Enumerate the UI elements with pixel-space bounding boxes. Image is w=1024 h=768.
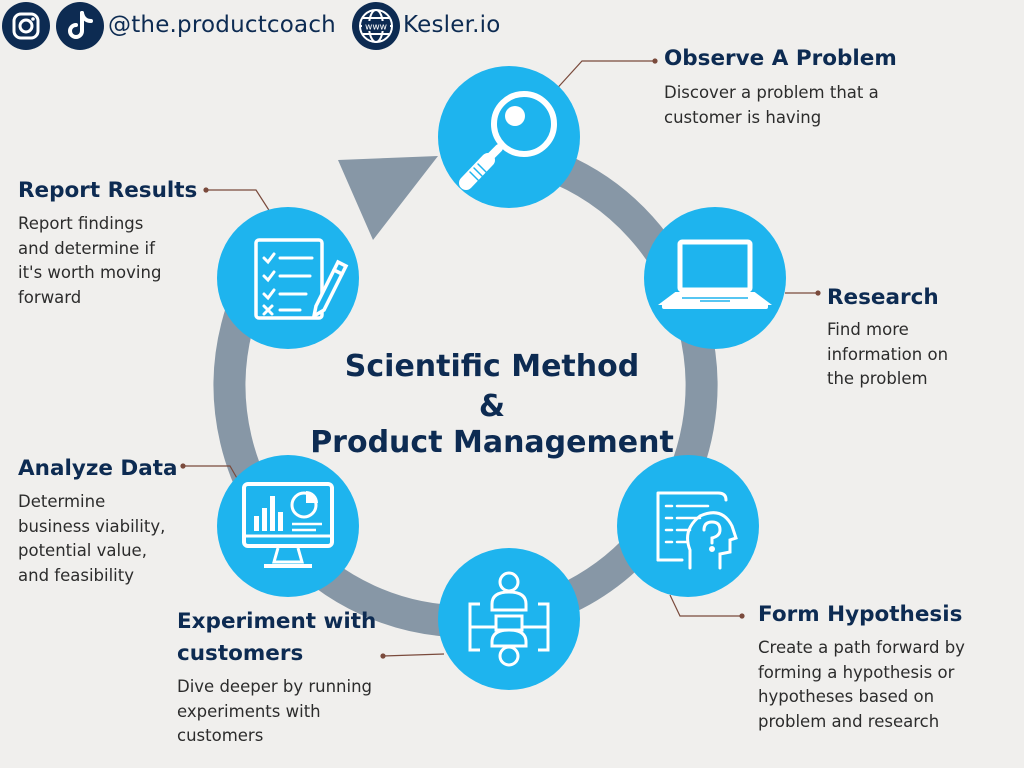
instagram-icon[interactable] <box>2 2 50 50</box>
step-title-hypothesis: Form Hypothesis <box>758 602 963 627</box>
step-title-observe: Observe A Problem <box>664 46 897 71</box>
step-title-report: Report Results <box>18 178 198 203</box>
monitor-chart-icon <box>242 482 334 568</box>
step-title-analyze: Analyze Data <box>18 456 178 481</box>
circle-analyze <box>217 455 359 597</box>
checklist-pen-icon <box>254 238 349 320</box>
team-network-icon <box>468 571 550 667</box>
circle-hypothesis <box>617 455 759 597</box>
tiktok-icon[interactable] <box>56 2 104 50</box>
center-title-line3: Product Management <box>310 425 674 460</box>
center-title-line1: Scientific Method <box>344 349 640 384</box>
magnifier-icon <box>459 91 557 190</box>
step-title-research: Research <box>827 285 939 310</box>
step-title-experiment-line2: customers <box>177 641 304 666</box>
leader-lines <box>180 58 821 659</box>
center-title-ampersand: & <box>478 389 506 424</box>
globe-label: www <box>365 23 387 33</box>
step-desc-analyze: Determine business viability, potential … <box>18 492 166 585</box>
circle-research <box>644 207 786 349</box>
step-desc-experiment: Dive deeper by running experiments with … <box>177 677 373 745</box>
cycle-arrowhead <box>338 156 438 240</box>
circle-experiment <box>438 548 580 690</box>
step-title-experiment-line1: Experiment with <box>177 609 377 634</box>
laptop-icon <box>658 239 772 309</box>
head-question-icon <box>656 491 738 570</box>
step-desc-hypothesis: Create a path forward by forming a hypot… <box>758 638 965 731</box>
step-desc-research: Find more information on the problem <box>827 320 949 388</box>
step-desc-observe: Discover a problem that a customer is ha… <box>664 83 879 127</box>
website-text[interactable]: Kesler.io <box>403 12 501 38</box>
handle-text[interactable]: @the.productcoach <box>108 12 336 38</box>
globe-icon[interactable]: www <box>352 2 400 50</box>
step-desc-report: Report findings and determine if it's wo… <box>18 214 162 307</box>
